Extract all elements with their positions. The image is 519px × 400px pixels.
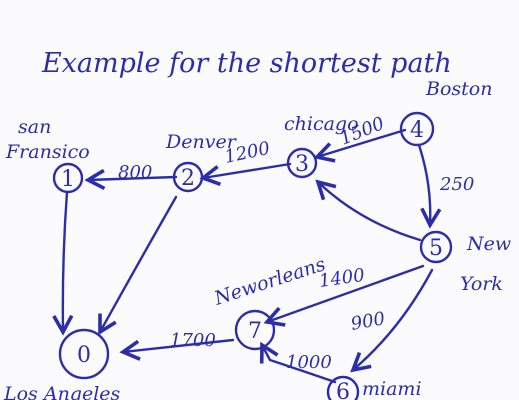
edge-6-7 [262, 345, 337, 384]
city-label-miami: miami [362, 378, 422, 400]
edge-2-0 [100, 195, 178, 332]
node-6: 6 [326, 375, 360, 400]
city-label-los-angeles: Los Angeles [3, 383, 121, 400]
edge-weight-7-0: 1700 [170, 330, 216, 351]
node-0: 0 [58, 328, 110, 380]
edge-4-3 [317, 128, 407, 157]
node-1-label: 1 [61, 167, 75, 192]
city-label-san-fransico-line2: Fransico [5, 141, 90, 163]
edge-weight-6-7: 1000 [286, 352, 332, 373]
node-4: 4 [399, 111, 435, 147]
node-5: 5 [419, 230, 453, 264]
edge-5-6 [353, 268, 434, 370]
city-label-new-york-line2: York [460, 273, 503, 295]
edge-2-1 [88, 177, 178, 180]
node-7-label: 7 [248, 319, 262, 344]
node-5-label: 5 [429, 236, 443, 261]
edge-5-7 [267, 264, 425, 322]
node-6-label: 6 [336, 380, 350, 400]
city-label-new-york-line1: New [466, 233, 511, 255]
edge-3-2 [203, 162, 292, 178]
node-2-label: 2 [181, 166, 195, 191]
city-label-denver: Denver [165, 131, 238, 153]
node-2: 2 [172, 161, 204, 193]
edge-weight-5-6: 900 [349, 308, 386, 335]
city-label-chicago: chicago [284, 113, 359, 135]
node-4-label: 4 [410, 118, 424, 143]
diagram-title: Example for the shortest path [41, 48, 452, 79]
node-1: 1 [52, 162, 84, 194]
node-0-label: 0 [77, 343, 91, 368]
edge-7-0 [123, 338, 235, 352]
city-label-boston: Boston [425, 78, 492, 100]
node-3: 3 [286, 147, 318, 179]
edge-4-5 [417, 143, 430, 225]
city-label-san-fransico-line1: san [18, 116, 51, 138]
node-7: 7 [234, 309, 276, 351]
edge-1-0 [63, 190, 67, 332]
edge-weight-4-5: 250 [439, 174, 474, 195]
edge-5-3 [318, 182, 422, 242]
city-label-neworleans: Neworleans [211, 253, 329, 310]
edge-weight-2-1: 800 [118, 162, 152, 183]
node-3-label: 3 [295, 152, 309, 177]
